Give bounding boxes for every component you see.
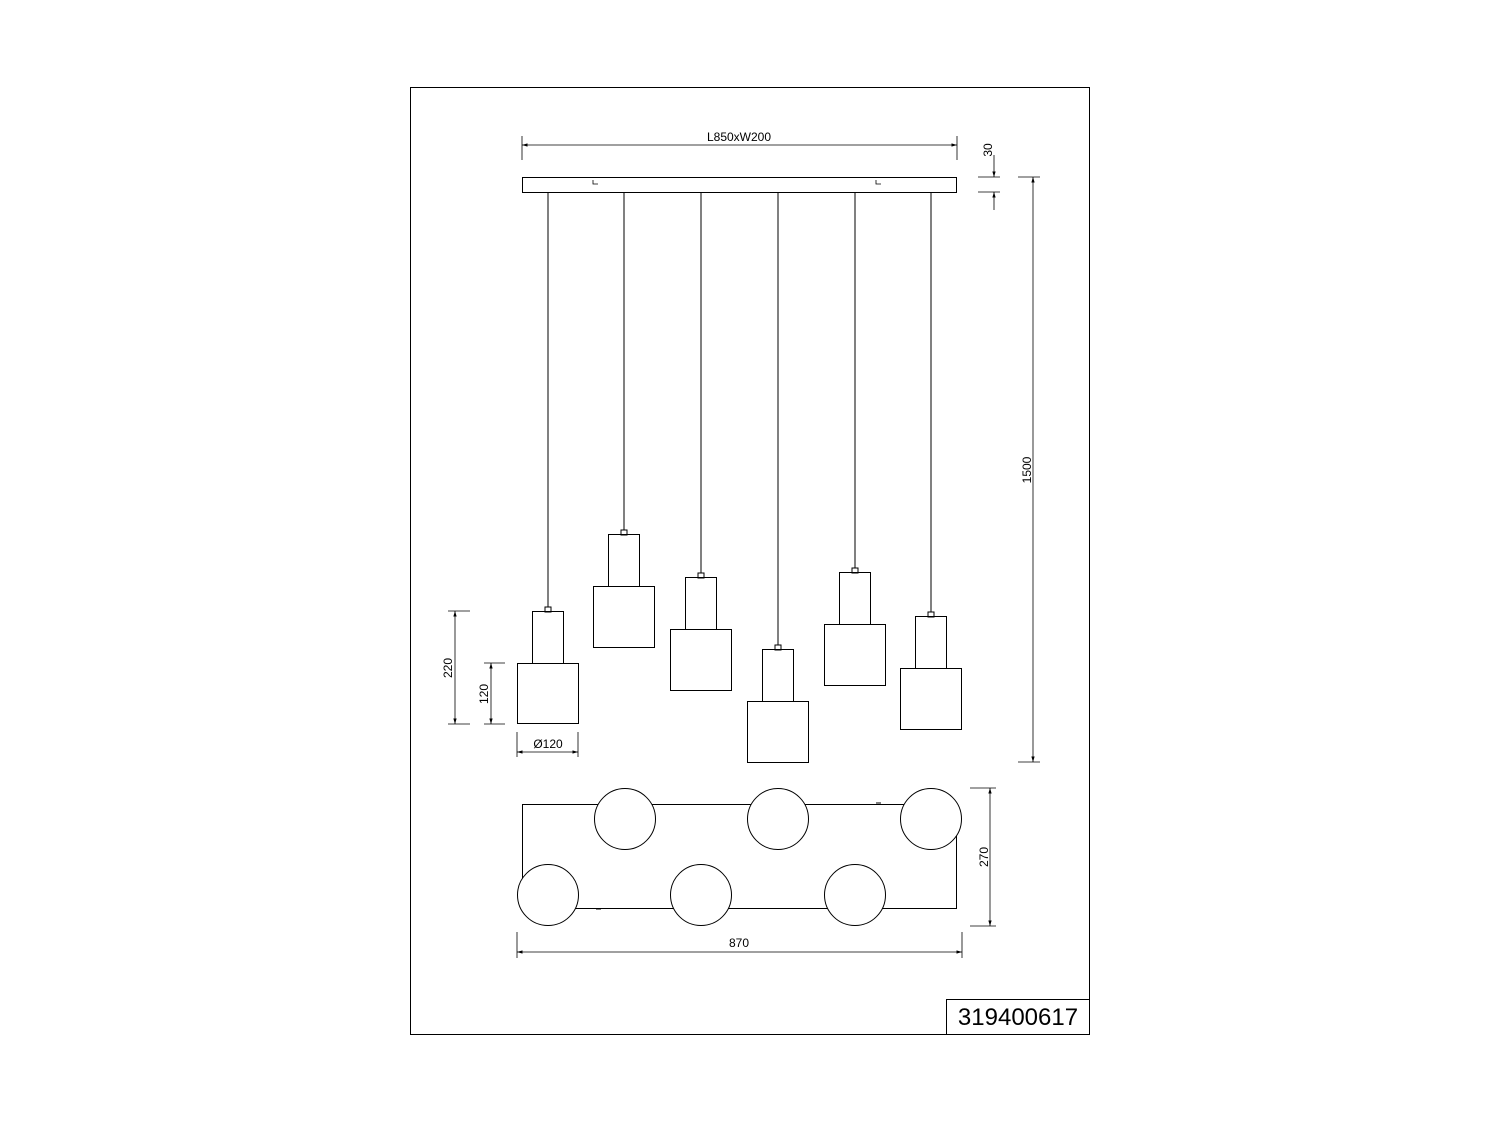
canopy-height-label: 30 bbox=[981, 143, 995, 157]
top-view-canopy bbox=[522, 804, 957, 909]
canopy-height-dimension: 30 bbox=[978, 143, 1000, 210]
top-view-shade bbox=[670, 864, 732, 926]
shade-height-dimension: 120 bbox=[477, 662, 505, 725]
pendant-6 bbox=[900, 192, 962, 730]
canopy-size-label: L850xW200 bbox=[707, 130, 771, 144]
pendant-1 bbox=[517, 192, 579, 724]
top-view-shade bbox=[900, 788, 962, 850]
article-number-box: 319400617 bbox=[946, 999, 1090, 1035]
total-height-label: 1500 bbox=[1020, 456, 1034, 483]
top-view-shade bbox=[747, 788, 809, 850]
pendant-3 bbox=[670, 192, 732, 691]
shade-height-label: 120 bbox=[477, 684, 491, 704]
shade-total-height-dimension: 220 bbox=[441, 610, 470, 725]
pendant-5 bbox=[824, 192, 886, 686]
shade-total-height-label: 220 bbox=[441, 658, 455, 678]
top-view-depth-label: 270 bbox=[977, 847, 991, 867]
article-number: 319400617 bbox=[958, 1004, 1078, 1031]
drawing-frame bbox=[410, 87, 1090, 1035]
top-view-width-label: 870 bbox=[729, 936, 749, 950]
pendant-4 bbox=[747, 192, 809, 763]
top-view-shade bbox=[517, 864, 579, 926]
top-view-shade bbox=[594, 788, 656, 850]
pendant-2 bbox=[593, 192, 655, 648]
top-view-depth-dimension: 270 bbox=[970, 787, 996, 927]
total-height-dimension: 1500 bbox=[1018, 176, 1040, 763]
top-view-shade bbox=[824, 864, 886, 926]
top-view-width-dimension: 870 bbox=[516, 932, 963, 958]
canopy bbox=[522, 177, 957, 193]
shade-diameter-dimension: Ø120 bbox=[516, 732, 579, 757]
shade-diameter-label: Ø120 bbox=[533, 737, 563, 751]
top-view bbox=[517, 788, 962, 926]
canopy-width-dimension: L850xW200 bbox=[521, 130, 958, 160]
